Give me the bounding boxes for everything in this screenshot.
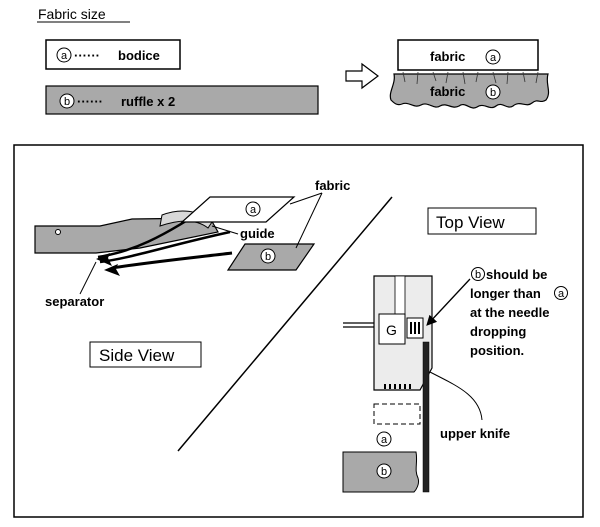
feed-arrow-2-icon — [104, 264, 120, 276]
fabric-a-result-label: fabric — [430, 49, 465, 64]
result-marker-a-icon: a — [485, 49, 501, 65]
side-marker-a-icon: a — [245, 201, 261, 217]
separator-hole — [55, 229, 61, 235]
bodice-dots: ······ — [74, 48, 100, 63]
knife-leader — [429, 371, 483, 421]
ruffle-piece — [45, 85, 319, 115]
result-marker-b-icon: b — [485, 84, 501, 100]
foot-letter: G — [386, 322, 397, 338]
separator-label: separator — [45, 294, 104, 309]
svg-text:a: a — [61, 50, 68, 62]
bodice-piece — [45, 39, 181, 70]
fabric-leader-a — [289, 192, 323, 205]
ruffled-fabric-b — [389, 73, 550, 109]
top-view-title-box — [427, 207, 537, 235]
guide-leader — [211, 225, 239, 235]
feed-teeth — [384, 384, 411, 389]
gather-lines — [402, 71, 539, 85]
note-line-3: at the needle — [470, 305, 549, 320]
needle-block — [406, 317, 424, 339]
svg-text:b: b — [265, 251, 271, 263]
top-marker-a-icon: a — [376, 431, 392, 447]
side-fabric-a — [180, 196, 296, 223]
foot-hidden-part — [373, 403, 421, 425]
bodice-label: bodice — [118, 48, 160, 63]
note-line-2: longer than — [470, 286, 541, 301]
guide-label: guide — [240, 226, 275, 241]
note-line-4: dropping — [470, 324, 526, 339]
side-view-title: Side View — [99, 346, 175, 365]
note-arrow-icon — [426, 278, 471, 326]
marker-b-icon: b — [59, 93, 75, 109]
view-divider — [177, 196, 393, 452]
feed-arrow-icon — [96, 253, 112, 266]
svg-text:a: a — [250, 204, 257, 216]
note-line-5: position. — [470, 343, 524, 358]
fabric-leader-b — [295, 192, 323, 249]
svg-text:b: b — [64, 96, 70, 108]
svg-text:b: b — [490, 87, 496, 99]
svg-text:b: b — [475, 269, 481, 281]
fabric-strip-lower — [111, 251, 233, 270]
svg-text:a: a — [381, 434, 388, 446]
note-line-1: should be — [486, 267, 547, 282]
fabric-a-result — [397, 39, 539, 71]
main-frame — [13, 144, 584, 518]
fabric-strip-middle — [99, 230, 231, 264]
ruffle-dots: ······ — [77, 94, 103, 109]
upper-knife — [422, 341, 430, 493]
separator-leader — [79, 261, 97, 295]
svg-text:a: a — [558, 288, 565, 300]
svg-text:b: b — [381, 466, 387, 478]
side-fabric-label: fabric — [315, 178, 350, 193]
svg-text:a: a — [490, 52, 497, 64]
note-marker-b-icon: b — [471, 267, 485, 281]
note-marker-a-icon: a — [554, 286, 568, 300]
ruffle-label: ruffle x 2 — [121, 94, 175, 109]
top-marker-b-icon: b — [376, 463, 392, 479]
fabric-size-title: Fabric size — [38, 6, 106, 22]
fabric-b-result-label: fabric — [430, 84, 465, 99]
hollow-arrow-icon — [345, 62, 379, 90]
side-marker-b-icon: b — [260, 248, 276, 264]
foot-g-block — [378, 313, 406, 345]
top-view-title: Top View — [436, 213, 505, 232]
marker-a-icon: a — [56, 47, 72, 63]
separator-body — [34, 217, 219, 254]
knife-label: upper knife — [440, 426, 510, 441]
side-view-title-box — [89, 341, 202, 368]
